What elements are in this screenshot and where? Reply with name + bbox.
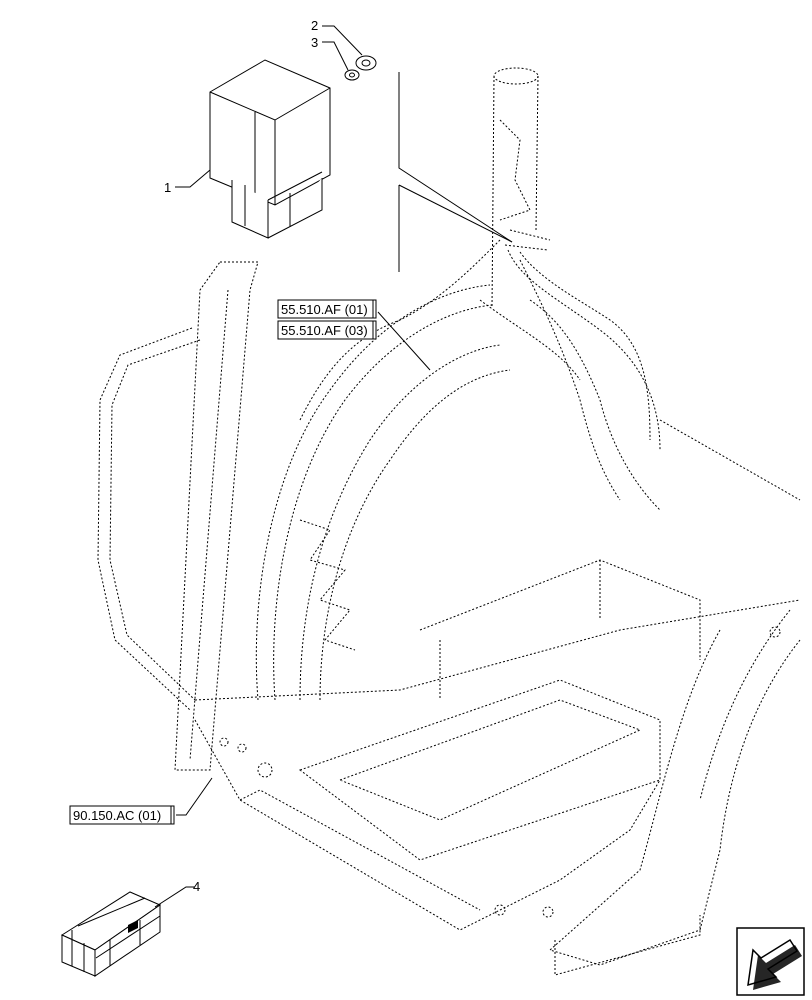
reference-label-c: 90.150.AC (01): [73, 808, 161, 823]
floor-platform: [194, 559, 801, 931]
reference-90-150-ac-01[interactable]: 90.150.AC (01): [69, 805, 175, 825]
arrow-down-left-icon[interactable]: [736, 927, 805, 996]
relay-part: [209, 59, 331, 239]
reference-leader-c: [176, 777, 213, 816]
leader-line-2: [322, 25, 363, 56]
reference-label-b: 55.510.AF (03): [281, 323, 368, 338]
nut-part: [355, 55, 377, 71]
callout-3: 3: [311, 35, 318, 50]
leader-line-4: [154, 886, 195, 908]
callout-2: 2: [311, 18, 318, 33]
washer-part: [344, 69, 360, 81]
cab-post: [491, 67, 551, 309]
left-pillar: [97, 261, 259, 771]
callout-4: 4: [193, 879, 200, 894]
reference-leader-a: [377, 311, 431, 371]
right-fender: [548, 419, 801, 976]
wiring-harness: [299, 239, 661, 511]
location-indicator-upper: [398, 72, 513, 243]
location-indicator-diagonal: [398, 184, 513, 243]
reference-55-510-af-03[interactable]: 55.510.AF (03): [277, 320, 377, 340]
leader-line-3: [322, 41, 349, 71]
leader-line-1: [175, 169, 211, 188]
kit-crate: [60, 891, 162, 977]
fender-arch: [255, 284, 511, 701]
callout-1: 1: [164, 180, 171, 195]
reference-55-510-af-01[interactable]: 55.510.AF (01): [277, 299, 377, 319]
reference-label-a: 55.510.AF (01): [281, 302, 368, 317]
